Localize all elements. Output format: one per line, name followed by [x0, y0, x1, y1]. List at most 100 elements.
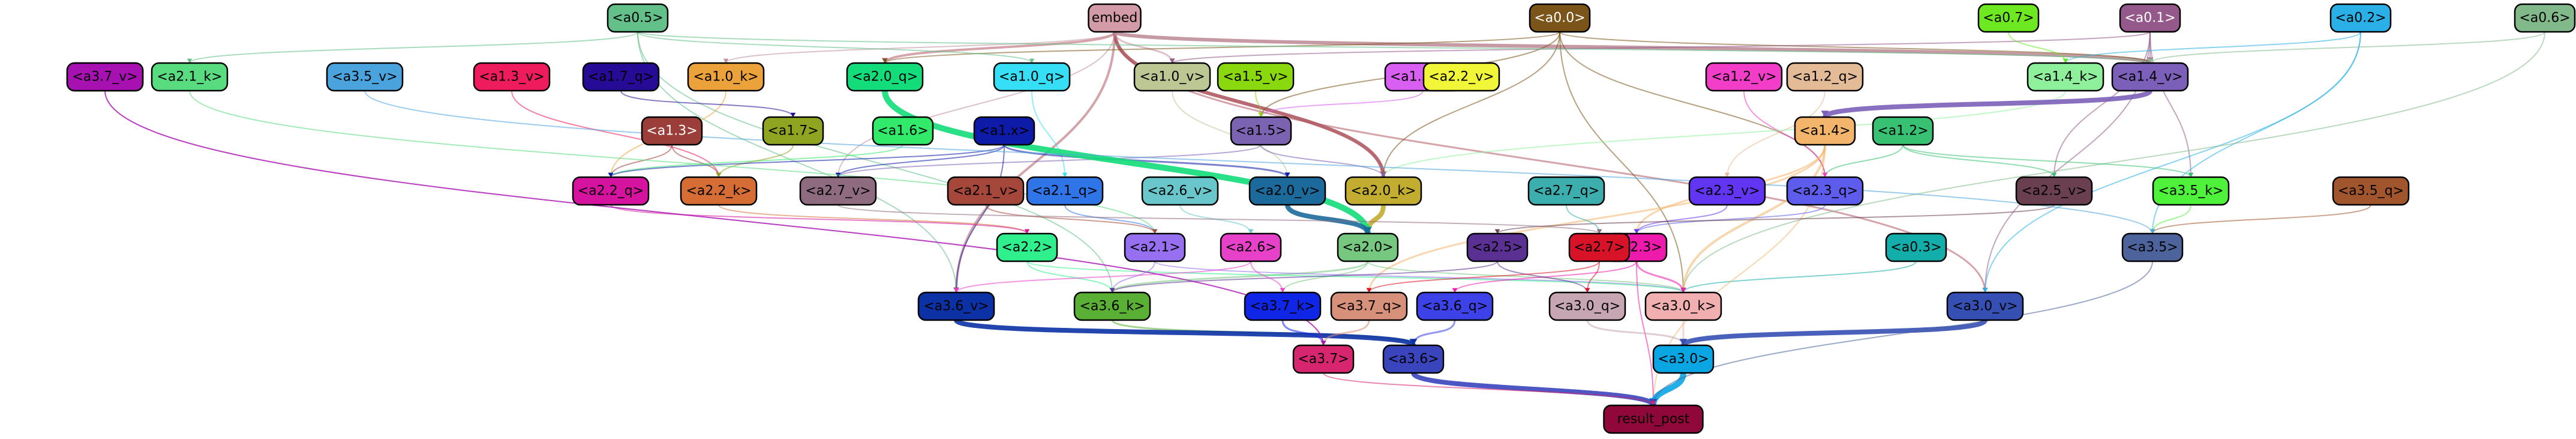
node-a2-0_v[interactable]: <a2.0_v> [1248, 176, 1326, 206]
node-a3-6_q[interactable]: <a3.6_q> [1416, 291, 1494, 321]
edge-a3.6_q-to-a3.6 [1412, 319, 1456, 346]
edge-a2.1_q-to-a2.1 [1064, 204, 1155, 234]
node-a2-1_q[interactable]: <a2.1_q> [1026, 176, 1104, 206]
node-a2-5_v[interactable]: <a2.5_v> [2015, 176, 2093, 206]
node-a0-6[interactable]: <a0.6> [2514, 3, 2576, 33]
node-box [1217, 62, 1295, 92]
node-a1-4_v[interactable]: <a1.4_v> [2111, 62, 2189, 92]
node-a2-7_v[interactable]: <a2.7_v> [799, 176, 877, 206]
edge-arrowhead [716, 172, 722, 177]
node-a1-0_q[interactable]: <a1.0_q> [993, 62, 1071, 92]
node-a1-0_k[interactable]: <a1.0_k> [687, 62, 765, 92]
node-a1-x[interactable]: <a1.x> [973, 116, 1035, 146]
node-a2-2_q[interactable]: <a2.2_q> [572, 176, 650, 206]
node-a3-0_q[interactable]: <a3.0_q> [1548, 291, 1626, 321]
node-a2-2_v[interactable]: <a2.2_v> [1422, 62, 1500, 92]
node-box [2332, 176, 2410, 206]
node-result[interactable]: result_post [1603, 404, 1704, 434]
node-a1-7[interactable]: <a1.7> [762, 116, 824, 146]
node-box [996, 232, 1058, 262]
edge-a1.2_q-to-a2.3_v [1727, 90, 1826, 178]
node-a1-7_q[interactable]: <a1.7_q> [582, 62, 660, 92]
node-a2-1_v[interactable]: <a2.1_v> [947, 176, 1025, 206]
edge-arrowhead [608, 172, 614, 177]
node-box [2119, 3, 2181, 33]
node-box [1124, 232, 1186, 262]
node-a3-0_v[interactable]: <a3.0_v> [1946, 291, 2024, 321]
node-a3-5[interactable]: <a3.5> [2121, 232, 2184, 262]
node-box [1248, 176, 1326, 206]
node-box [1794, 116, 1856, 146]
node-a2-7_q[interactable]: <a2.7_q> [1527, 176, 1605, 206]
node-a1-5_v[interactable]: <a1.5_v> [1217, 62, 1295, 92]
edge-a2.3_v-to-a2.3 [1636, 204, 1728, 234]
edge-a2.7_q-to-a2.7 [1566, 204, 1600, 234]
node-a3-0[interactable]: <a3.0> [1652, 344, 1715, 374]
edge-a0.0-to-a1.4_v [1559, 31, 2151, 64]
node-a0-0[interactable]: <a0.0> [1529, 3, 1591, 33]
node-a2-0[interactable]: <a2.0> [1337, 232, 1399, 262]
node-box [1088, 3, 1142, 33]
node-a0-5[interactable]: <a0.5> [607, 3, 669, 33]
node-a3-6_k[interactable]: <a3.6_k> [1073, 291, 1151, 321]
node-box [641, 116, 703, 146]
node-box [2514, 3, 2576, 33]
node-a1-0_v[interactable]: <a1.0_v> [1133, 62, 1211, 92]
edge-a1.3-to-a2.2_q [610, 144, 672, 178]
node-a2-5[interactable]: <a2.5> [1466, 232, 1529, 262]
node-a3-6[interactable]: <a3.6> [1382, 344, 1445, 374]
node-a2-2_k[interactable]: <a2.2_k> [680, 176, 758, 206]
node-label: <a2.1_q> [1032, 184, 1098, 199]
node-a2-3_v[interactable]: <a2.3_v> [1688, 176, 1766, 206]
node-a2-0_q[interactable]: <a2.0_q> [846, 62, 924, 92]
node-label: <a2.0_v> [1254, 184, 1320, 199]
edge-arrowhead [1596, 229, 1602, 234]
node-box [2015, 176, 2093, 206]
node-a3-0_k[interactable]: <a3.0_k> [1644, 291, 1722, 321]
node-a2-6_v[interactable]: <a2.6_v> [1141, 176, 1219, 206]
node-box [1977, 3, 2040, 33]
node-a1-5[interactable]: <a1.5> [1230, 116, 1292, 146]
node-a3-7_q[interactable]: <a3.7_q> [1330, 291, 1408, 321]
node-a2-0_k[interactable]: <a2.0_k> [1344, 176, 1422, 206]
node-label: <a1.7_q> [588, 70, 654, 85]
edge-a1.2-to-a2.3_q [1824, 144, 1904, 178]
node-a1-4_k[interactable]: <a1.4_k> [2026, 62, 2104, 92]
node-label: <a3.7_q> [1336, 299, 1402, 314]
edge-a2.1_v-to-a2.1 [985, 204, 1155, 234]
node-a1-4[interactable]: <a1.4> [1794, 116, 1856, 146]
node-a3-6_v[interactable]: <a3.6_v> [917, 291, 995, 321]
node-a2-3_q[interactable]: <a2.3_q> [1786, 176, 1864, 206]
edge-a1.7-to-a2.2_k [718, 144, 794, 178]
node-a2-1[interactable]: <a2.1> [1124, 232, 1186, 262]
node-box [326, 62, 404, 92]
node-a1-3[interactable]: <a1.3> [641, 116, 703, 146]
node-a0-7[interactable]: <a0.7> [1977, 3, 2040, 33]
node-a3-7_v[interactable]: <a3.7_v> [66, 62, 144, 92]
node-a1-2_q[interactable]: <a1.2_q> [1786, 62, 1864, 92]
node-a1-2[interactable]: <a1.2> [1872, 116, 1934, 146]
node-a3-7_k[interactable]: <a3.7_k> [1244, 291, 1322, 321]
edge-arrowhead [1821, 111, 1829, 117]
node-a3-5_k[interactable]: <a3.5_k> [2152, 176, 2230, 206]
edge-a3.6_v-to-a3.6 [954, 318, 1416, 348]
node-box [1644, 291, 1722, 321]
node-a3-5_q[interactable]: <a3.5_q> [2332, 176, 2410, 206]
node-a2-7[interactable]: <a2.7> [1568, 232, 1631, 262]
node-a2-2[interactable]: <a2.2> [996, 232, 1058, 262]
node-a0-1[interactable]: <a0.1> [2119, 3, 2181, 33]
edge-a3.7_q-to-a3.7 [1322, 319, 1370, 346]
node-a1-3_v[interactable]: <a1.3_v> [473, 62, 551, 92]
node-a2-1_k[interactable]: <a2.1_k> [151, 62, 229, 92]
node-a3-5_v[interactable]: <a3.5_v> [326, 62, 404, 92]
node-embed[interactable]: embed [1088, 3, 1142, 33]
node-a0-2[interactable]: <a0.2> [2329, 3, 2392, 33]
edge-a0.1-to-a3.5_k [2149, 31, 2191, 178]
node-label: <a3.7_v> [72, 70, 137, 85]
node-a1-6[interactable]: <a1.6> [872, 116, 934, 146]
node-a3-7[interactable]: <a3.7> [1292, 344, 1355, 374]
node-a2-6[interactable]: <a2.6> [1220, 232, 1282, 262]
node-a1-2_v[interactable]: <a1.2_v> [1705, 62, 1783, 92]
node-a0-3[interactable]: <a0.3> [1885, 232, 1947, 262]
node-label: <a2.5> [1472, 240, 1523, 255]
